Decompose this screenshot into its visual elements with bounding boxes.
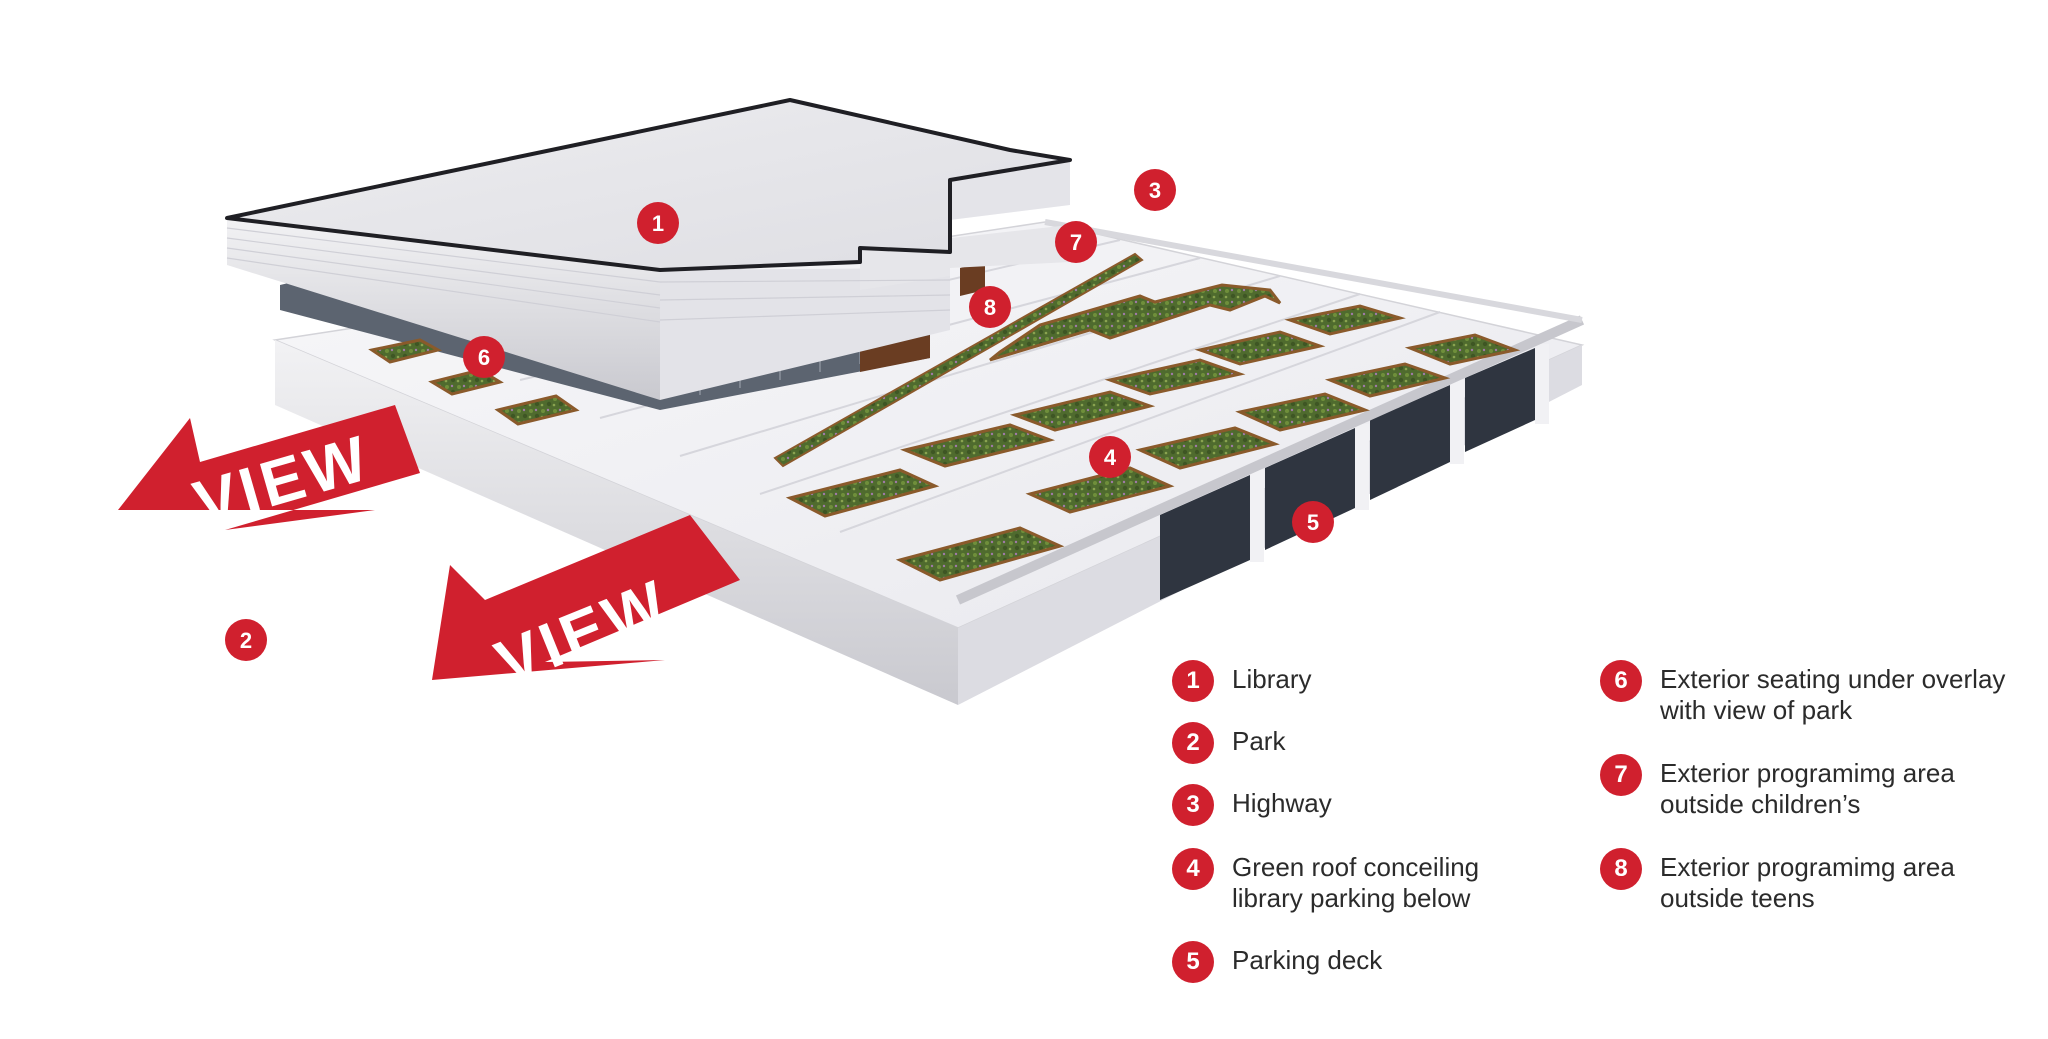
marker-4: 4: [1089, 436, 1131, 478]
legend-badge: 5: [1172, 941, 1214, 983]
legend-text: Exterior programimg area outside teens: [1660, 852, 1955, 913]
library-roof: [225, 98, 1072, 272]
svg-text:3: 3: [1149, 178, 1161, 203]
parking-columns: [1250, 344, 1549, 562]
legend-item-2: 2 Park: [1172, 722, 1286, 764]
legend-item-7: 7 Exterior programimg area outside child…: [1600, 754, 1955, 820]
diagonal-planter: [773, 252, 1144, 468]
legend-text: Library: [1232, 664, 1312, 694]
legend-badge: 8: [1600, 848, 1642, 890]
svg-text:1: 1: [652, 211, 664, 236]
svg-text:2: 2: [240, 628, 252, 653]
deck-railing: [955, 315, 1585, 605]
legend-item-8: 8 Exterior programimg area outside teens: [1600, 848, 1955, 914]
parking-bays: [1160, 348, 1535, 600]
marker-3: 3: [1134, 169, 1176, 211]
svg-text:8: 8: [984, 295, 996, 320]
svg-text:6: 6: [478, 345, 490, 370]
diagram-markers: 1 2 3 4 5 6 7 8: [225, 169, 1334, 661]
marker-6: 6: [463, 336, 505, 378]
deck-front-face: [275, 340, 958, 705]
legend-badge: 2: [1172, 722, 1214, 764]
legend-text: Park: [1232, 726, 1286, 756]
legend-item-4: 4 Green roof conceiling library parking …: [1172, 848, 1480, 914]
planter-grid: [785, 304, 1521, 582]
legend-item-1: 1 Library: [1172, 660, 1312, 702]
library-building: [225, 98, 1072, 410]
view-arrow: VIEW: [118, 405, 420, 540]
legend-text: Green roof conceiling library parking be…: [1232, 852, 1480, 913]
library-facade-right: [660, 268, 950, 400]
legend-text: Exterior programimg area outside childre…: [1660, 758, 1955, 819]
marker-7: 7: [1055, 221, 1097, 263]
legend-item-5: 5 Parking deck: [1172, 941, 1383, 983]
legend-item-3: 3 Highway: [1172, 784, 1332, 826]
marker-2: 2: [225, 619, 267, 661]
legend-text: Exterior seating under overlay with view…: [1660, 664, 2006, 725]
legend-badge: 4: [1172, 848, 1214, 890]
legend-badge: 6: [1600, 660, 1642, 702]
view-arrow: VIEW: [432, 515, 740, 699]
marker-5: 5: [1292, 501, 1334, 543]
svg-text:4: 4: [1104, 445, 1117, 470]
legend-text: Parking deck: [1232, 945, 1383, 975]
legend-text: Highway: [1232, 788, 1332, 818]
marker-8: 8: [969, 286, 1011, 328]
green-strip-top: [989, 283, 1282, 362]
svg-text:7: 7: [1070, 230, 1082, 255]
legend-badge: 3: [1172, 784, 1214, 826]
svg-text:5: 5: [1307, 510, 1319, 535]
green-roof-planters: [773, 252, 1521, 582]
legend-item-6: 6 Exterior seating under overlay with vi…: [1600, 660, 2006, 726]
legend-badge: 7: [1600, 754, 1642, 796]
marker-1: 1: [637, 202, 679, 244]
legend-badge: 1: [1172, 660, 1214, 702]
